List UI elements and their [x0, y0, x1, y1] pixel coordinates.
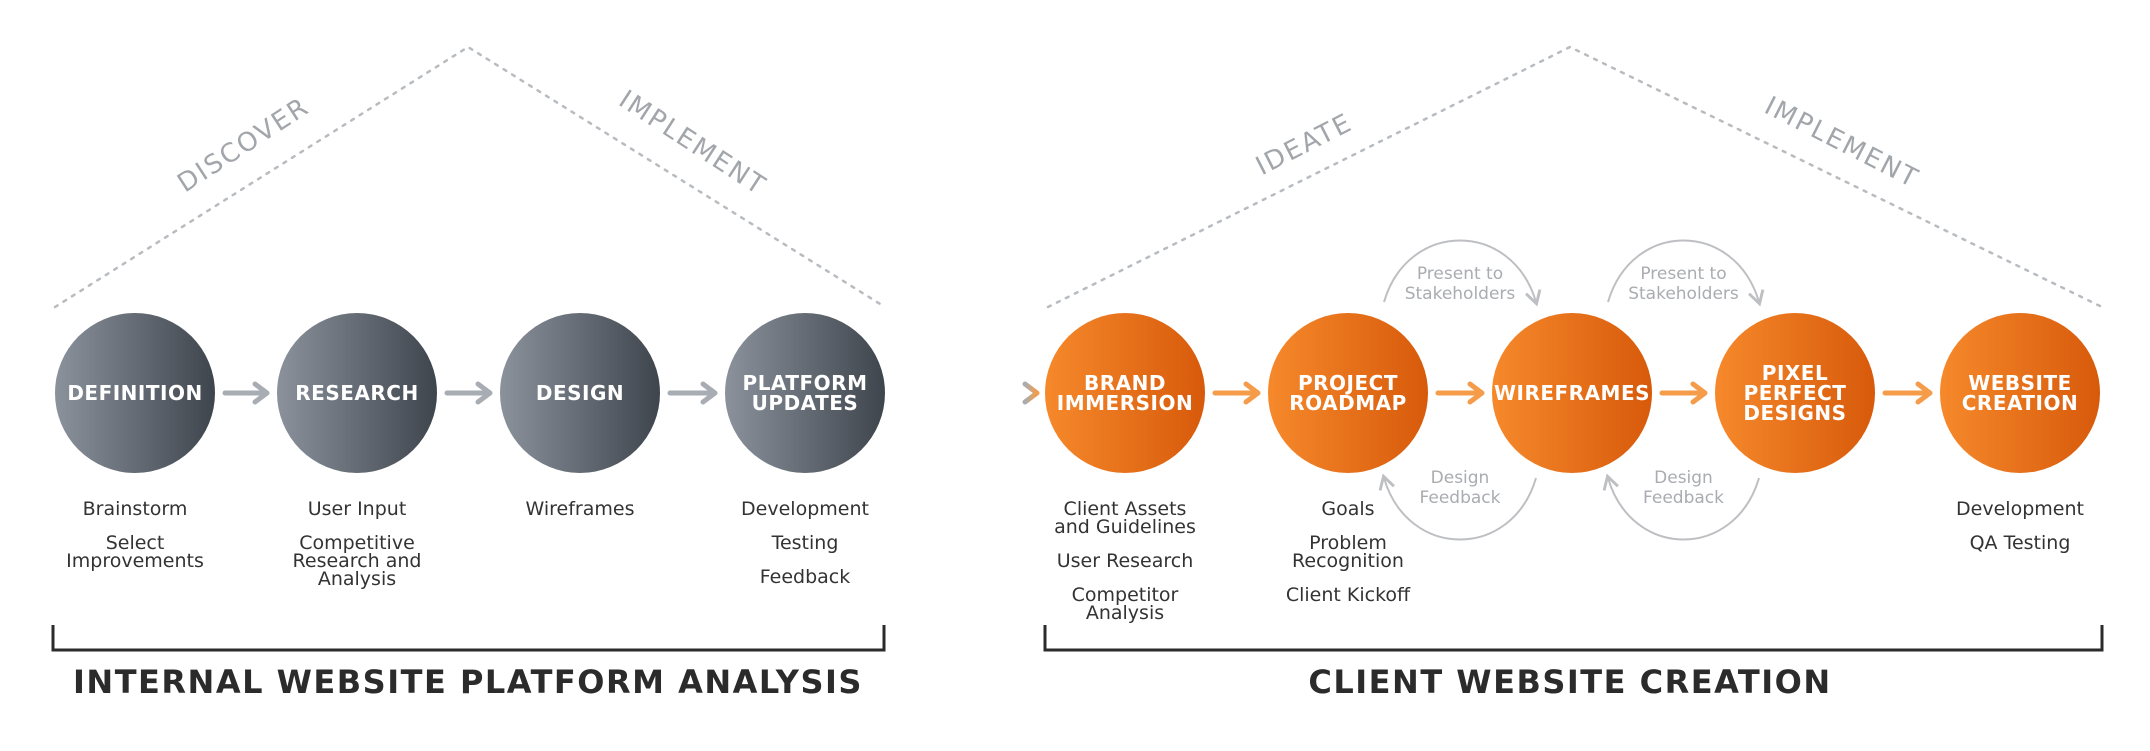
- step-circle-shape: [725, 313, 885, 473]
- step-label: DEFINITION: [67, 381, 202, 405]
- group-brackets: [51, 625, 2104, 652]
- step-circle-shape: [1268, 313, 1428, 473]
- arrow-orange: [1659, 381, 1708, 405]
- phase-label: DISCOVER: [172, 92, 315, 199]
- step-label: RESEARCH: [295, 381, 418, 405]
- step-item: Goals: [1321, 498, 1374, 520]
- step-item: Client Kickoff: [1286, 584, 1411, 606]
- bracket-right: [1043, 625, 2104, 652]
- loop-arc-top: [1383, 239, 1542, 307]
- phase-roof-lines: [53, 45, 2104, 309]
- step-item: QA Testing: [1970, 532, 2071, 554]
- step-circle-shape: [500, 313, 660, 473]
- arrow-gray: [667, 381, 718, 405]
- roof-left: [53, 45, 887, 309]
- step-item: Brainstorm: [83, 498, 188, 520]
- step-circle-shape: [1045, 313, 1205, 473]
- step-item: Testing: [771, 532, 839, 554]
- step-item: User Input: [308, 498, 407, 520]
- phase-label: IMPLEMENT: [1760, 91, 1924, 194]
- step-item: Development: [741, 498, 869, 520]
- arrow-orange: [1435, 381, 1485, 405]
- step-circle-shape: [1492, 313, 1652, 473]
- step-circle-shape: [277, 313, 437, 473]
- step-circle-shape: [1715, 313, 1875, 473]
- step-circle: DESIGN: [500, 313, 660, 473]
- step-circle: WIREFRAMES: [1492, 313, 1652, 473]
- phase-label: IMPLEMENT: [613, 85, 771, 202]
- bracket-left: [51, 625, 886, 652]
- group-titles: INTERNAL WEBSITE PLATFORM ANALYSIS CLIENT…: [73, 663, 1831, 701]
- step-item: Wireframes: [526, 498, 635, 520]
- step-circle-shape: [55, 313, 215, 473]
- group-title-right: CLIENT WEBSITE CREATION: [1308, 663, 1831, 701]
- step-label: DESIGN: [536, 381, 624, 405]
- arrow-orange: [1882, 381, 1933, 405]
- phase-label: IDEATE: [1251, 108, 1357, 182]
- step-circle: DEFINITION: [55, 313, 215, 473]
- arrow-bridge: [892, 381, 1040, 405]
- step-item: Development: [1956, 498, 2084, 520]
- step-item: User Research: [1057, 550, 1194, 572]
- arrow-gray: [222, 381, 270, 405]
- step-circle: RESEARCH: [277, 313, 437, 473]
- phase-labels: DISCOVER IMPLEMENT IDEATE IMPLEMENT: [172, 85, 1923, 202]
- group-title-left: INTERNAL WEBSITE PLATFORM ANALYSIS: [73, 663, 863, 701]
- flow-arrows: [222, 381, 1933, 405]
- roof-right: [1046, 45, 2104, 309]
- loop-arc-bottom: [1378, 473, 1537, 541]
- step-circle-shape: [1940, 313, 2100, 473]
- step-label: WIREFRAMES: [1494, 381, 1650, 405]
- step-item: Feedback: [760, 566, 850, 588]
- loop-arc-top: [1607, 239, 1765, 307]
- arrow-orange: [1212, 381, 1261, 405]
- arrow-gray: [444, 381, 493, 405]
- loop-arc-bottom: [1602, 473, 1760, 541]
